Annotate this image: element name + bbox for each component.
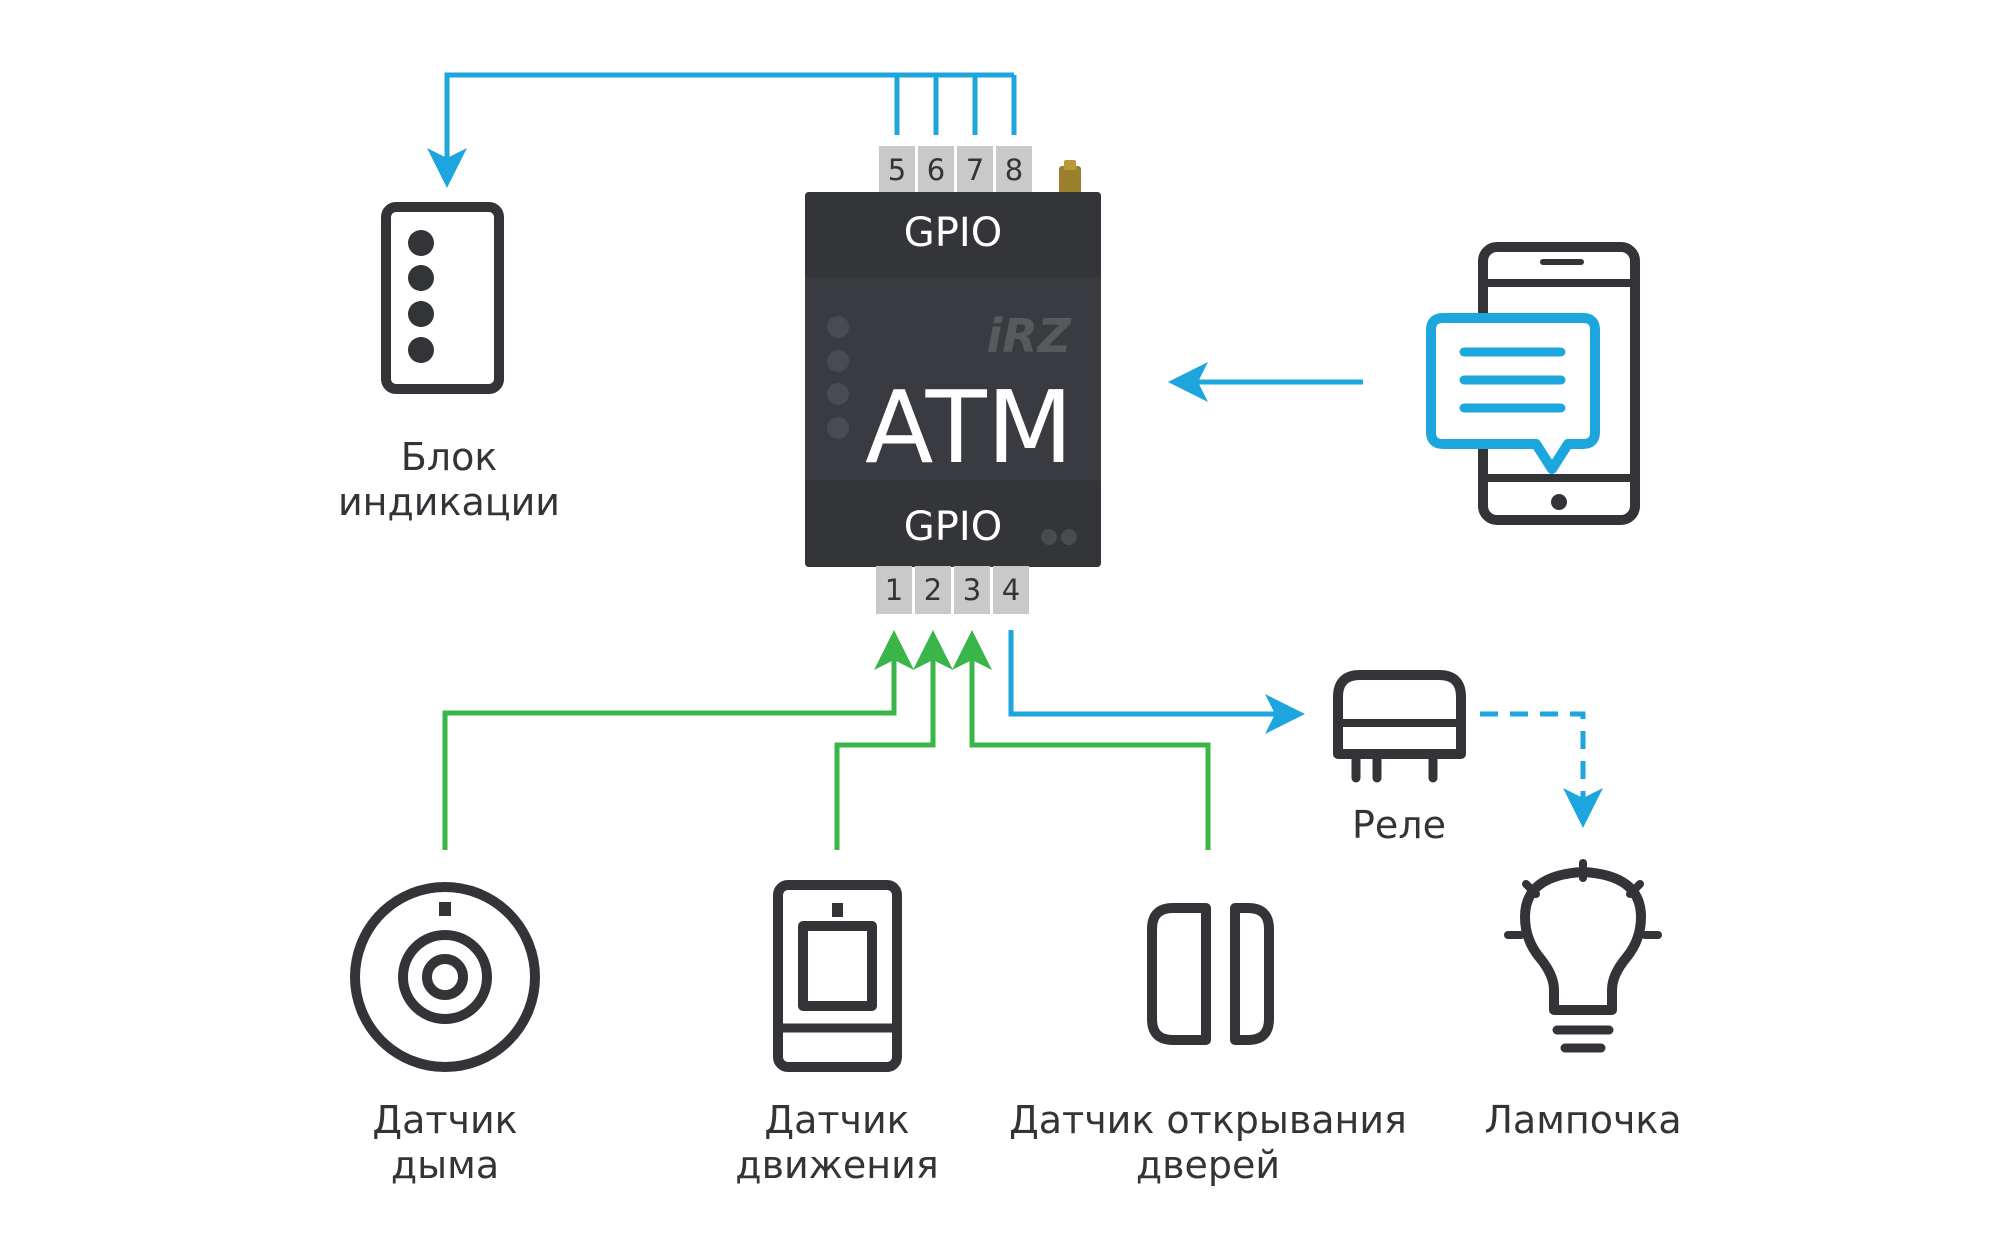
led-3 <box>827 383 849 405</box>
bottom-pin-1 <box>876 566 912 614</box>
top-pin-5-label: 5 <box>888 153 906 187</box>
light-bulb-icon <box>1504 859 1662 1053</box>
indicator-block: Блок индикации <box>338 202 560 524</box>
top-pin-6 <box>918 146 954 194</box>
irz-logo: iRZ <box>986 309 1072 363</box>
top-gpio-label: GPIO <box>904 210 1002 256</box>
top-pin-7-label: 7 <box>966 153 984 187</box>
port-dot-2 <box>1061 529 1077 545</box>
wire-smoke-to-pin-1 <box>442 630 914 850</box>
antenna-tip <box>1064 160 1076 170</box>
port-dot-1 <box>1041 529 1057 545</box>
bottom-pin-3 <box>954 566 990 614</box>
top-pin-5 <box>879 146 915 194</box>
lamp-label: Лампочка <box>1484 1098 1681 1142</box>
motion-sensor: Датчик движения <box>735 880 939 1187</box>
relay-label: Реле <box>1352 803 1446 847</box>
motion-sensor-label-line2: движения <box>735 1143 938 1187</box>
wire-pin-4-to-relay <box>1008 630 1305 734</box>
smoke-sensor-icon <box>350 882 540 1072</box>
atm-device: 5 6 7 8 GPIO GPIO iRZ ATM <box>805 146 1101 614</box>
bottom-pin-3-label: 3 <box>963 573 981 607</box>
motion-sensor-label-line1: Датчик <box>764 1098 909 1142</box>
bottom-pin-1-label: 1 <box>885 573 903 607</box>
led-2 <box>827 350 849 372</box>
gpio-output-wires <box>427 72 1603 828</box>
wire-motion-to-pin-2 <box>834 630 953 850</box>
motion-sensor-icon <box>773 880 902 1072</box>
status-leds <box>827 316 849 439</box>
bottom-pin-strip: 1 2 3 4 <box>876 566 1029 614</box>
smoke-sensor-label-line2: дыма <box>391 1143 499 1187</box>
top-pin-8 <box>996 146 1032 194</box>
device-top-panel <box>805 192 1101 278</box>
device-model-label: ATM <box>865 369 1073 486</box>
top-pin-6-label: 6 <box>927 153 945 187</box>
bottom-gpio-label: GPIO <box>904 504 1002 550</box>
door-sensor-label-line2: дверей <box>1136 1143 1280 1187</box>
indicator-block-icon <box>381 202 504 394</box>
door-sensor: Датчик открывания дверей <box>1009 903 1407 1187</box>
door-sensor-icon <box>1147 903 1274 1045</box>
relay-icon <box>1333 670 1466 783</box>
device-body <box>805 192 1101 567</box>
smartphone-sms-icon <box>1426 242 1640 525</box>
sms-bubble-icon <box>1426 313 1600 474</box>
relay: Реле <box>1333 670 1466 847</box>
bottom-pin-4 <box>993 566 1029 614</box>
wire-to-indicator-block <box>427 72 1014 188</box>
bottom-pin-2 <box>915 566 951 614</box>
wire-relay-to-lamp <box>1480 711 1603 828</box>
lamp: Лампочка <box>1484 859 1682 1142</box>
gpio-input-wires <box>442 630 1211 850</box>
bottom-pin-4-label: 4 <box>1002 573 1020 607</box>
top-pin-7 <box>957 146 993 194</box>
bottom-pin-2-label: 2 <box>924 573 942 607</box>
antenna <box>1059 166 1081 194</box>
top-pin-strip: 5 6 7 8 <box>879 146 1032 194</box>
wire-door-to-pin-3 <box>952 630 1211 850</box>
smoke-sensor: Датчик дыма <box>350 882 540 1187</box>
indicator-block-label-line1: Блок <box>401 435 498 479</box>
device-bottom-panel <box>805 480 1101 567</box>
led-1 <box>827 316 849 338</box>
led-4 <box>827 417 849 439</box>
smoke-sensor-label-line1: Датчик <box>372 1098 517 1142</box>
smartphone <box>1426 242 1640 525</box>
indicator-block-label-line2: индикации <box>338 480 560 524</box>
door-sensor-label-line1: Датчик открывания <box>1009 1098 1407 1142</box>
top-pin-8-label: 8 <box>1005 153 1023 187</box>
